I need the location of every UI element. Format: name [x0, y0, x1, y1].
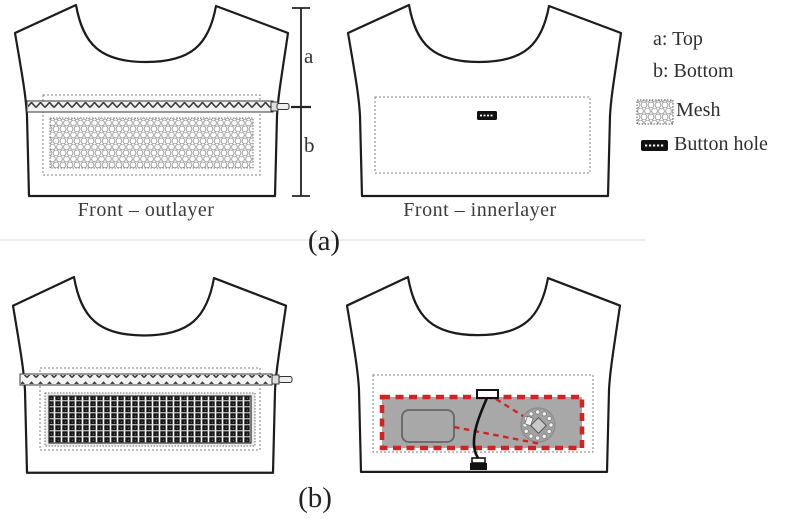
zipper-slider: [271, 374, 280, 385]
panel-a-outlayer: [13, 3, 290, 198]
legend-item-a-top: a: Top: [653, 28, 703, 50]
button-hole-swatch-icon: [641, 140, 668, 151]
button-hole-opening: [476, 389, 499, 399]
dimension-label-a: a: [304, 44, 314, 68]
pocket-stitch-outline: [39, 367, 261, 451]
panel-a-label: (a): [307, 225, 341, 257]
legend-item-button-hole: Button hole: [674, 133, 768, 155]
circuit-board-module: [520, 407, 556, 443]
panel-a-innerlayer: [346, 3, 623, 198]
dimension-line: [291, 7, 311, 197]
cable-and-connector: [470, 389, 499, 470]
legend-item-mesh: Mesh: [676, 99, 721, 121]
panel-b-innerlayer: [345, 275, 622, 473]
dimension-label-b: b: [304, 133, 315, 157]
chip: [530, 417, 547, 434]
zipper: [19, 373, 293, 386]
garment-outline: [346, 3, 623, 198]
divider-line: [0, 239, 645, 241]
panel-b-outlayer: [11, 275, 293, 474]
mesh-panel: [49, 117, 254, 169]
legend-item-b-bottom: b: Bottom: [653, 60, 734, 82]
battery-pack: [401, 409, 455, 443]
caption-front-innerlayer: Front – innerlayer: [403, 199, 557, 221]
button-hole-mark: [477, 111, 497, 120]
zipper-pull-tab: [278, 376, 293, 383]
caption-front-outlayer: Front – outlayer: [77, 199, 215, 221]
textile-grid-panel: [44, 392, 256, 447]
connector-neck: [471, 457, 486, 464]
legend-swatches: [636, 99, 674, 151]
pocket-stitch-outline: [372, 374, 594, 453]
mesh-pattern-swatch-icon: [636, 99, 674, 125]
pocket-stitch-outline: [374, 96, 591, 174]
red-connection-lines: [453, 397, 542, 446]
zipper: [26, 100, 290, 113]
panel-b-label: (b): [298, 482, 332, 514]
pocket-stitch-outline: [42, 94, 261, 176]
zipper-pull-tab: [276, 103, 290, 110]
connector-plug: [470, 463, 487, 470]
